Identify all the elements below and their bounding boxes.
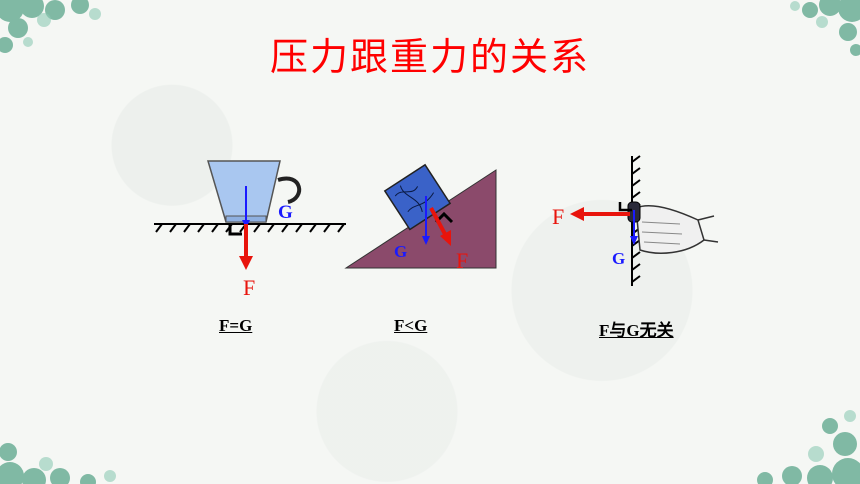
- foliage-decoration-bottom-left: [0, 443, 116, 484]
- caption-panel-1: F=G: [219, 316, 253, 335]
- hand-icon: [635, 204, 719, 254]
- caption-panel-2: F<G: [394, 316, 428, 335]
- F-label: F: [243, 275, 255, 300]
- foliage-decoration-top-left: [0, 0, 101, 53]
- G-label: G: [394, 242, 407, 261]
- diagram-object-against-wall: G F: [552, 155, 719, 286]
- diagram-cup-on-ground: G F: [154, 160, 346, 300]
- diagram-block-on-incline: G F: [344, 163, 497, 273]
- G-label: G: [278, 202, 293, 223]
- foliage-decoration-top-right: [790, 0, 860, 56]
- F-label: F: [552, 204, 564, 229]
- G-label: G: [612, 249, 625, 268]
- page-title: 压力跟重力的关系: [269, 35, 590, 79]
- foliage-decoration-bottom-right: [757, 410, 860, 484]
- F-label: F: [456, 248, 468, 273]
- caption-panel-3: F与G无关: [599, 321, 674, 340]
- ground-hatches: [155, 223, 345, 233]
